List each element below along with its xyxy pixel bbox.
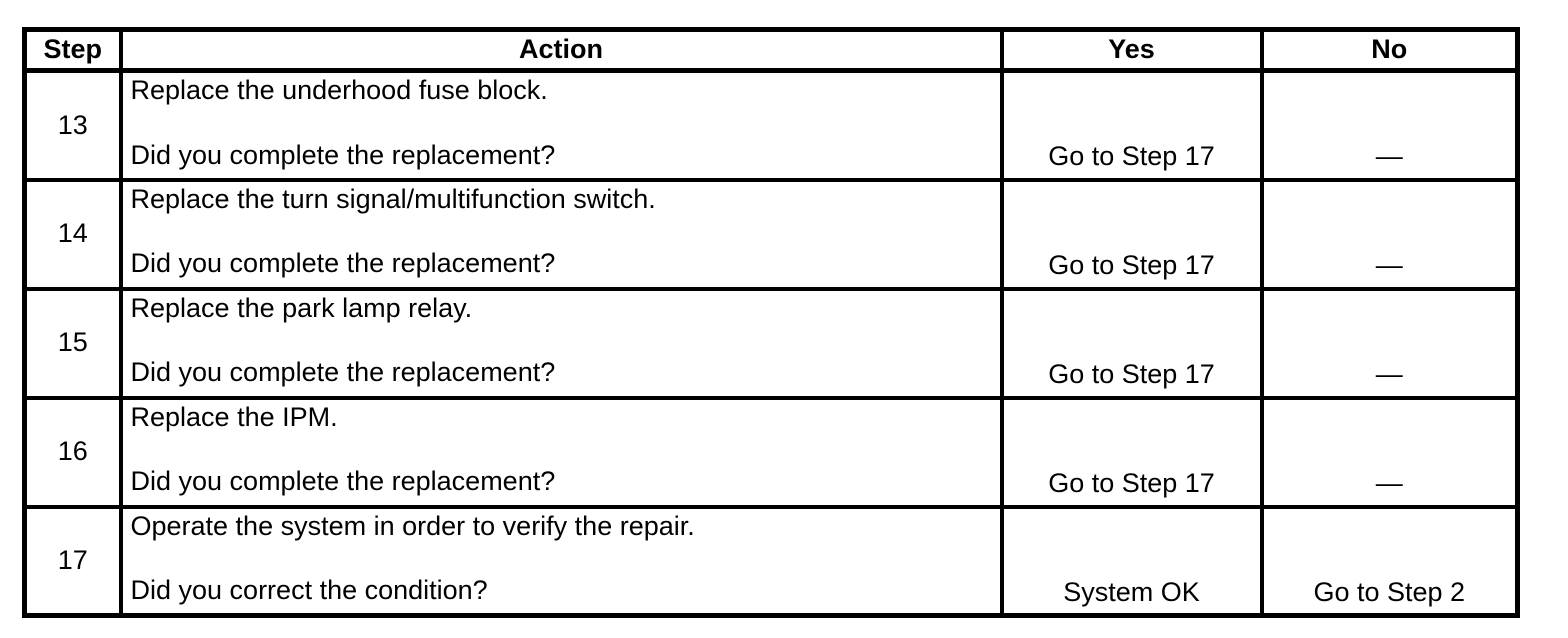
table-row-step-17: 17 Operate the system in order to verify… [22, 504, 1520, 618]
step-number: 16 [22, 395, 123, 509]
action-instruction: Replace the IPM. [130, 401, 338, 432]
no-result: — [1259, 177, 1520, 291]
no-result: — [1259, 68, 1520, 182]
yes-result: Go to Step 17 [999, 68, 1264, 182]
action-cell: Replace the park lamp relay. Did you com… [118, 286, 1004, 400]
no-result: — [1259, 395, 1520, 509]
header-no: No [1259, 27, 1520, 73]
table-row-step-13: 13 Replace the underhood fuse block. Did… [22, 68, 1520, 182]
step-number: 14 [22, 177, 123, 291]
step-number: 17 [22, 504, 123, 618]
step-number: 15 [22, 286, 123, 400]
action-cell: Replace the turn signal/multifunction sw… [118, 177, 1004, 291]
yes-result: Go to Step 17 [999, 177, 1264, 291]
table-row-step-16: 16 Replace the IPM. Did you complete the… [22, 395, 1520, 509]
action-question: Did you complete the replacement? [130, 248, 556, 279]
action-instruction: Replace the underhood fuse block. [130, 75, 548, 105]
action-cell: Replace the underhood fuse block. Did yo… [118, 68, 1004, 182]
action-instruction: Replace the park lamp relay. [130, 292, 473, 323]
table-row-step-15: 15 Replace the park lamp relay. Did you … [22, 286, 1520, 400]
action-instruction: Replace the turn signal/multifunction sw… [130, 183, 656, 214]
header-step: Step [22, 27, 123, 73]
no-result: — [1259, 286, 1520, 400]
no-result: Go to Step 2 [1259, 504, 1520, 618]
header-action: Action [118, 27, 1004, 73]
action-question: Did you complete the replacement? [130, 139, 556, 170]
action-cell: Replace the IPM. Did you complete the re… [118, 395, 1004, 509]
action-cell: Operate the system in order to verify th… [118, 504, 1004, 618]
action-question: Did you complete the replacement? [130, 466, 556, 497]
action-question: Did you complete the replacement? [130, 357, 556, 388]
step-number: 13 [22, 68, 123, 182]
yes-result: Go to Step 17 [999, 286, 1264, 400]
header-yes: Yes [999, 27, 1264, 73]
yes-result: Go to Step 17 [999, 395, 1264, 509]
yes-result: System OK [999, 504, 1264, 618]
diagnostic-steps-table: Step Action Yes No 13 Replace the underh… [22, 27, 1520, 618]
action-question: Did you correct the condition? [130, 575, 488, 606]
action-instruction: Operate the system in order to verify th… [130, 510, 695, 541]
header-row: Step Action Yes No [22, 27, 1520, 73]
table-row-step-14: 14 Replace the turn signal/multifunction… [22, 177, 1520, 291]
